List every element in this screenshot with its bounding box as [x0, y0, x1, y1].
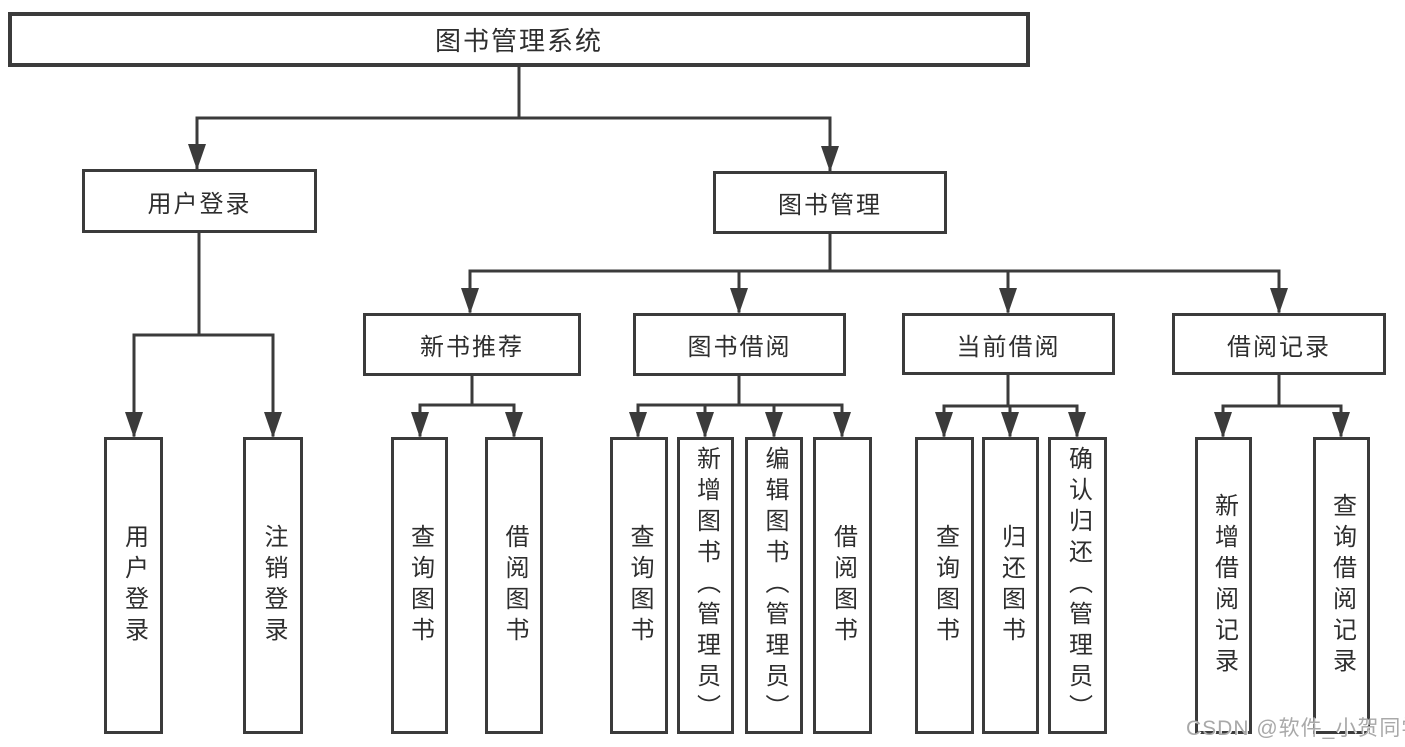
node-user-login-label: 用户登录: [147, 190, 252, 218]
arrowhead-icon: [188, 144, 206, 170]
leaf-user-login-label: 用户登录: [120, 523, 148, 648]
node-system-root-label: 图书管理系统: [434, 26, 603, 56]
arrowhead-icon: [629, 412, 647, 438]
arrowhead-icon: [730, 288, 748, 314]
arrowheads: [125, 144, 1350, 438]
leaf-query-book-3: 查询图书: [915, 437, 974, 734]
arrowhead-icon: [411, 412, 429, 438]
arrowhead-icon: [1068, 412, 1086, 438]
arrowhead-icon: [935, 412, 953, 438]
connector-login-to-leaves: [132, 231, 275, 437]
connector-root-to-level2: [195, 65, 832, 172]
node-system-root: 图书管理系统: [8, 12, 1030, 67]
leaf-confirm-return-admin-label: 确认归还（管理员）: [1064, 446, 1092, 725]
arrowhead-icon: [821, 146, 839, 172]
leaf-add-book-admin-label: 新增图书（管理员）: [692, 446, 720, 725]
connector-record-to-leaves: [1221, 373, 1343, 437]
arrowhead-icon: [125, 412, 143, 438]
arrowhead-icon: [461, 288, 479, 314]
connector-borrow-to-leaves: [636, 374, 844, 437]
node-new-book-recommend-label: 新书推荐: [420, 334, 524, 361]
leaf-query-borrow-record: 查询借阅记录: [1313, 437, 1370, 734]
arrowhead-icon: [1001, 412, 1019, 438]
connector-mgmt-to-level3: [468, 232, 1281, 313]
leaf-borrow-book-1: 借阅图书: [485, 437, 543, 734]
leaf-logout: 注销登录: [243, 437, 303, 734]
arrowhead-icon: [1332, 412, 1350, 438]
node-current-borrow: 当前借阅: [902, 313, 1115, 375]
arrowhead-icon: [264, 412, 282, 438]
leaf-query-borrow-record-label: 查询借阅记录: [1328, 492, 1356, 679]
node-book-management: 图书管理: [713, 171, 947, 234]
leaf-return-book-label: 归还图书: [997, 523, 1025, 648]
leaf-edit-book-admin-label: 编辑图书（管理员）: [761, 446, 788, 725]
connector-newbook-to-leaves: [418, 374, 516, 437]
leaf-query-book-3-label: 查询图书: [931, 523, 959, 648]
arrowhead-icon: [696, 412, 714, 438]
leaf-borrow-book-2-label: 借阅图书: [829, 523, 857, 648]
leaf-query-book-2-label: 查询图书: [626, 523, 653, 648]
leaf-return-book: 归还图书: [982, 437, 1039, 734]
watermark: CSDN @软件_小贺同学: [1186, 717, 1405, 740]
leaf-confirm-return-admin: 确认归还（管理员）: [1048, 437, 1107, 734]
node-current-borrow-label: 当前借阅: [956, 333, 1061, 361]
arrowhead-icon: [999, 288, 1017, 314]
leaf-add-borrow-record: 新增借阅记录: [1195, 437, 1252, 734]
node-borrow-record-label: 借阅记录: [1227, 333, 1331, 361]
leaf-user-login: 用户登录: [104, 437, 163, 734]
node-book-management-label: 图书管理: [778, 192, 882, 219]
arrowhead-icon: [765, 412, 783, 438]
leaf-query-book-1-label: 查询图书: [406, 523, 434, 648]
node-book-borrow-label: 图书借阅: [687, 334, 792, 361]
node-borrow-record: 借阅记录: [1172, 313, 1386, 375]
node-new-book-recommend: 新书推荐: [363, 313, 581, 376]
arrowhead-icon: [505, 412, 523, 438]
leaf-add-borrow-record-label: 新增借阅记录: [1210, 492, 1238, 679]
arrowhead-icon: [833, 412, 851, 438]
leaf-query-book-2: 查询图书: [610, 437, 668, 734]
leaf-query-book-1: 查询图书: [391, 437, 448, 734]
arrowhead-icon: [1214, 412, 1232, 438]
leaf-add-book-admin: 新增图书（管理员）: [677, 437, 734, 734]
leaf-edit-book-admin: 编辑图书（管理员）: [745, 437, 803, 734]
node-book-borrow: 图书借阅: [633, 313, 846, 376]
leaf-borrow-book-1-label: 借阅图书: [501, 523, 528, 648]
arrowhead-icon: [1270, 288, 1288, 314]
node-user-login: 用户登录: [82, 169, 317, 233]
leaf-borrow-book-2: 借阅图书: [813, 437, 872, 734]
leaf-logout-label: 注销登录: [260, 523, 287, 648]
